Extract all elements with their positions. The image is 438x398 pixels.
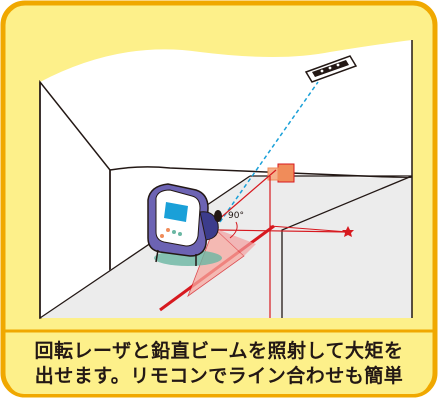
caption-line-1: 回転レーザと鉛直ビームを照射して大矩を	[34, 340, 404, 362]
caption-band	[8, 332, 430, 394]
laser-fan-2	[214, 228, 256, 256]
remote-beam	[219, 81, 319, 223]
angle-arc	[229, 221, 238, 239]
laser-target	[267, 163, 295, 183]
laser-beams	[159, 169, 349, 318]
laser-point-star	[342, 226, 354, 237]
rotary-laser-device	[147, 183, 222, 266]
floor-edge-left	[39, 175, 251, 319]
caption: 回転レーザと鉛直ビームを照射して大矩を 出せます。リモコンでライン合わせも簡単	[18, 336, 420, 392]
remote-control	[304, 55, 358, 83]
caption-line-2: 出せます。リモコンでライン合わせも簡単	[34, 365, 404, 387]
angle-label: 90°	[228, 211, 244, 221]
room-corner-front	[281, 175, 413, 318]
